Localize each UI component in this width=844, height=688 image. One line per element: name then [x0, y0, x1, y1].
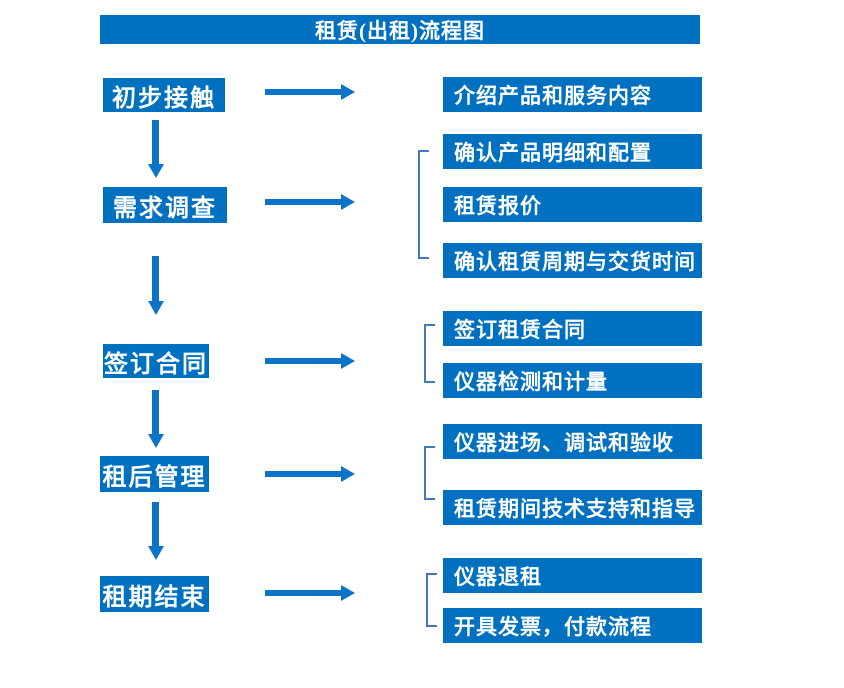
bracket-icon-rental-end-group: [426, 573, 437, 627]
right-arrow-icon-2: [265, 194, 355, 210]
right-arrow-icon-5: [265, 585, 355, 601]
output-box-instrument-return: 仪器退租: [443, 558, 702, 593]
output-box-confirm-period-delivery: 确认租赁周期与交货时间: [443, 243, 702, 278]
flowchart-title: 租赁(出租)流程图: [100, 15, 700, 44]
output-box-instrument-setup-acceptance: 仪器进场、调试和验收: [443, 424, 702, 459]
down-arrow-icon-4: [147, 502, 164, 560]
output-box-rental-quotation: 租赁报价: [443, 187, 702, 222]
step-box-post-rental-mgmt: 租后管理: [100, 456, 209, 492]
output-box-technical-support: 租赁期间技术支持和指导: [443, 490, 702, 525]
output-box-introduce-products: 介绍产品和服务内容: [443, 77, 702, 112]
step-box-initial-contact: 初步接触: [103, 78, 225, 112]
output-box-sign-rental-contract: 签订租赁合同: [443, 311, 702, 346]
output-box-instrument-inspection: 仪器检测和计量: [443, 363, 702, 398]
output-box-confirm-product-config: 确认产品明细和配置: [443, 134, 702, 169]
down-arrow-icon-2: [147, 256, 164, 315]
step-box-demand-survey: 需求调查: [103, 187, 227, 223]
step-box-sign-contract: 签订合同: [103, 344, 209, 378]
right-arrow-icon-4: [265, 466, 355, 482]
bracket-icon-sign-contract-group: [424, 324, 435, 383]
down-arrow-icon-3: [147, 390, 164, 448]
right-arrow-icon-1: [265, 84, 355, 100]
output-box-invoice-payment: 开具发票，付款流程: [443, 608, 702, 643]
right-arrow-icon-3: [265, 353, 355, 369]
bracket-icon-demand-survey-group: [418, 150, 429, 259]
down-arrow-icon-1: [147, 120, 164, 178]
step-box-rental-end: 租期结束: [100, 576, 209, 612]
bracket-icon-post-rental-group: [424, 446, 435, 500]
